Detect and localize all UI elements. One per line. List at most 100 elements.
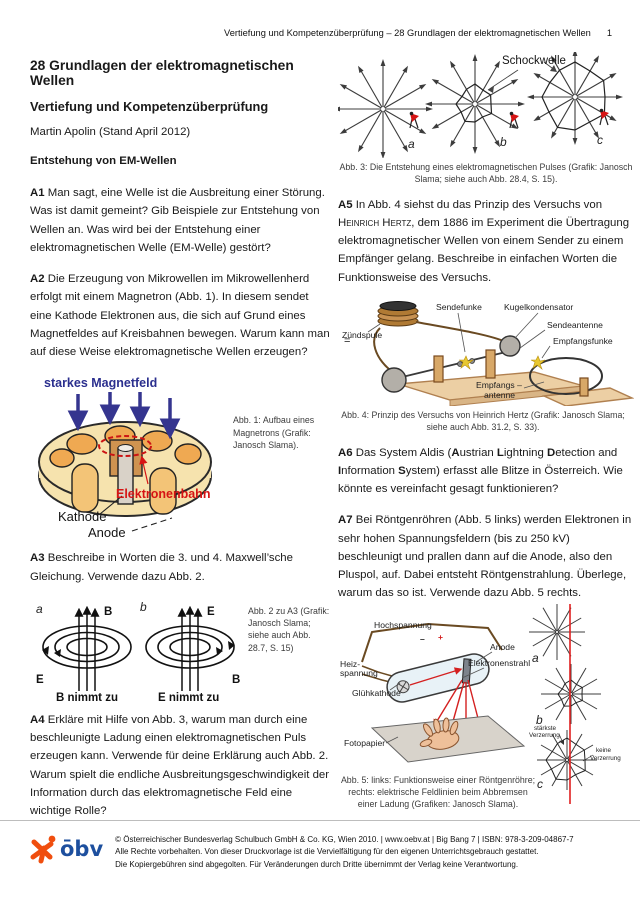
footer-divider — [0, 820, 640, 821]
question-a5-text-post: , dem 1886 im Experiment die Übertragung… — [338, 216, 630, 284]
question-a5-text-pre: In Abb. 4 siehst du das Prinzip des Vers… — [355, 198, 603, 211]
field-b-letter: b — [536, 713, 543, 727]
empfangsantenne-label-1: Empfangs – — [476, 380, 522, 390]
burst-a-letter: a — [408, 137, 415, 151]
elektronenbahn-ring — [98, 435, 152, 458]
question-a3: A3 Beschreibe in Worten die 3. und 4. Ma… — [30, 549, 332, 586]
figure-3-caption: Abb. 3: Die Entstehung eines elektromagn… — [339, 162, 633, 185]
field-star-a — [529, 603, 585, 660]
page-header: Vertiefung und Kompetenzüberprüfung – 28… — [224, 28, 612, 38]
wire-right — [415, 320, 507, 343]
question-a3-text: Beschreibe in Worten die 3. und 4. Maxwe… — [30, 552, 293, 583]
fotopapier-label: Fotopapier — [344, 738, 385, 748]
schockwelle-arrowhead-b — [488, 86, 494, 93]
right-column: Schockwelle a b c Abb. 3: Die Entstehung… — [338, 52, 634, 810]
question-a6-label: A6 — [338, 446, 353, 459]
running-head: Vertiefung und Kompetenzüberprüfung – 28… — [224, 28, 591, 38]
figure-1: starkes Magnetfeld Elektronenbahn Kathod… — [30, 374, 332, 539]
kathode-label: Kathode — [58, 509, 106, 524]
plus-sign: + — [438, 632, 443, 642]
diagram-b-letter: b — [140, 600, 147, 614]
diagram-b-caption: E nimmt zu — [158, 692, 219, 703]
sendefunke-label: Sendefunke — [436, 302, 482, 312]
left-column: 28 Grundlagen der elektromagnetischen We… — [30, 58, 332, 833]
keine-label-2: Verzerrung — [590, 755, 621, 762]
oebv-logo: ōbv — [28, 834, 103, 864]
question-a4-label: A4 — [30, 713, 45, 726]
hochspannung-label: Hochspannung — [374, 620, 432, 630]
heater-wire-1 — [361, 664, 393, 677]
zuendspule-label: Zündspule — [342, 330, 382, 340]
spark-transmitter — [458, 355, 474, 370]
section-heading: Entstehung von EM-Wellen — [30, 155, 177, 167]
schockwelle-pointer-b — [487, 69, 519, 91]
high-voltage-wire — [361, 622, 503, 662]
figure-3: Schockwelle a b c Abb. 3: Die Entstehung… — [338, 52, 634, 186]
question-a5-label: A5 — [338, 198, 353, 211]
page-number: 1 — [606, 28, 612, 38]
question-a1-label: A1 — [30, 187, 45, 199]
staerkste-arrowhead — [559, 739, 564, 745]
diagram-b-ring-field: B — [232, 674, 240, 686]
question-a4: A4 Erkläre mit Hilfe von Abb. 3, warum m… — [30, 711, 332, 821]
empfangsfunke-label: Empfangsfunke — [553, 336, 613, 346]
page-footer: ōbv © Österreichischer Bundesverlag Schu… — [28, 834, 630, 871]
diagram-a-arrow-field: B — [104, 606, 112, 618]
magnetron-illustration: starkes Magnetfeld Elektronenbahn Kathod… — [38, 376, 212, 539]
sphere-left — [381, 367, 407, 393]
question-a2-label: A2 — [30, 273, 45, 285]
question-a2-text: Die Erzeugung von Mikrowellen im Mikrowe… — [30, 273, 330, 358]
observer-figure-b — [509, 111, 519, 129]
figure-5-caption: Abb. 5: links: Funktionsweise einer Rönt… — [340, 774, 536, 810]
author-line: Martin Apolin (Stand April 2012) — [30, 126, 191, 138]
anode-pointer — [131, 517, 173, 532]
figure-1-caption: Abb. 1: Aufbau eines Magnetrons (Grafik:… — [233, 415, 315, 450]
figure-2-caption: Abb. 2 zu A3 (Grafik: Janosch Slama; sie… — [248, 605, 330, 653]
keine-label-1: keine — [596, 747, 612, 754]
page-subtitle: Vertiefung und Kompetenzüberprüfung — [30, 99, 269, 114]
heizspannung-label-2: spannung — [340, 668, 378, 678]
hand-drawing — [419, 717, 460, 750]
diagram-a-letter: a — [36, 602, 43, 616]
figure-5: Hochspannung + – Heiz- spannung Glühkath… — [338, 603, 634, 811]
burst-c-letter: c — [597, 133, 603, 147]
minus-sign: – — [420, 634, 425, 644]
wire-left — [373, 327, 391, 371]
question-a6: A6 Das System Aldis (Austrian Lightning … — [338, 444, 634, 499]
em-pulse-illustration: Schockwelle a b c — [338, 52, 623, 158]
heizspannung-label-1: Heiz- — [340, 659, 360, 669]
kugelkondensator-label: Kugelkondensator — [504, 302, 573, 312]
figure-4: = Zündspule Sendefunke Kugelkondensator … — [338, 300, 634, 434]
imprint-line-1: © Österreichischer Bundesverlag Schulbuc… — [115, 835, 574, 844]
empfangsantenne-label-2: antenne — [484, 390, 515, 400]
sendeantenne-label: Sendeantenne — [547, 320, 603, 330]
schockwelle-label: Schockwelle — [502, 55, 566, 67]
question-a5: A5 In Abb. 4 siehst du das Prinzip des V… — [338, 196, 634, 287]
hertz-name: Heinrich Hertz — [338, 216, 412, 229]
question-a7-label: A7 — [338, 514, 353, 527]
label-pointers — [385, 651, 493, 743]
question-a7-text: Bei Röntgenröhren (Abb. 5 links) werden … — [338, 514, 632, 600]
anode-label: Anode — [490, 642, 515, 652]
figure-4-caption: Abb. 4: Prinzip des Versuchs von Heinric… — [341, 409, 625, 433]
page-title: 28 Grundlagen der elektromagnetischen We… — [30, 58, 294, 88]
diagram-b-arrows — [177, 605, 203, 691]
burst-b — [425, 54, 525, 154]
post-1 — [433, 355, 444, 383]
oebv-logo-text: ōbv — [60, 836, 104, 861]
diagram-a-caption: B nimmt zu — [56, 692, 118, 703]
shockwave-ring-c — [541, 61, 606, 131]
distortion-ring-c — [545, 736, 586, 781]
burst-b-letter: b — [500, 135, 507, 149]
hertz-experiment-illustration: = Zündspule Sendefunke Kugelkondensator … — [342, 300, 634, 406]
burst-a — [338, 59, 433, 158]
oebv-star-icon — [30, 835, 56, 864]
field-lines-illustration: a b c stärkste Verzerrung keine Verzerru… — [529, 603, 621, 804]
observer-figure-a — [409, 111, 419, 129]
elektronenbahn-label: Elektronenbahn — [116, 487, 210, 501]
gluehkathode-label: Glühkathode — [352, 688, 401, 698]
post-2 — [485, 349, 496, 379]
elektronenbahn-pointer — [139, 455, 149, 485]
keine-pointer — [582, 754, 594, 761]
